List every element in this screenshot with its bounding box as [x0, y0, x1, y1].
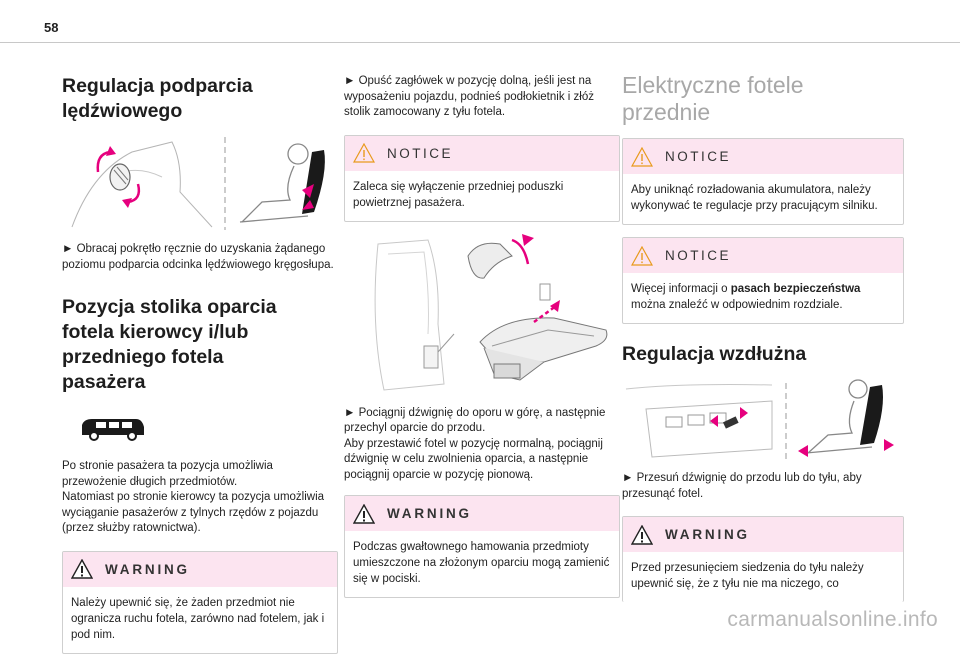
table-text: Po stronie pasażera ta pozycja umożliwia…: [62, 460, 325, 534]
header-rule: [0, 42, 960, 43]
left-warning-title: WARNING: [105, 561, 190, 577]
right-warning-header: WARNING: [623, 517, 903, 552]
right-warning-box: WARNING Przed przesunięciem siedzenia do…: [622, 516, 904, 602]
notice-icon: [631, 245, 653, 266]
left-column: Regulacja podparcia lędźwiowego ► Obraca…: [62, 70, 338, 654]
notice-icon: [353, 143, 375, 163]
left-warning-box: WARNING Należy upewnić się, że żaden prz…: [62, 550, 338, 654]
lumbar-heading: Regulacja podparcia lędźwiowego: [62, 75, 253, 122]
lumbar-text: ► Obracaj pokrętło ręcznie do uzyskania …: [62, 243, 334, 271]
middle-intro-text: ► Opuść zagłówek w pozycję dolną, jeśli …: [344, 75, 594, 118]
right-notice-header-2: NOTICE: [623, 238, 903, 273]
right-notice-title-2: NOTICE: [665, 248, 732, 263]
warning-icon: [353, 503, 375, 524]
middle-warning-text: Podczas gwałtownego hamowania przedmioty…: [353, 541, 610, 585]
right-notice-text-1: Aby uniknąć rozładowania akumulatora, na…: [631, 184, 878, 212]
right-notice-title-1: NOTICE: [665, 149, 732, 164]
longitudinal-heading: Regulacja wzdłużna: [622, 343, 807, 365]
middle-warning-title: WARNING: [387, 506, 472, 521]
right-warning-text: Przed przesunięciem siedzenia do tyłu na…: [631, 562, 864, 590]
right-notice-header-1: NOTICE: [623, 139, 903, 174]
longitudinal-illustration: [625, 379, 894, 461]
notice-icon: [631, 146, 653, 167]
van-icon: [82, 419, 144, 441]
right-notice-box-2: NOTICE Więcej informacji o pasach bezpie…: [622, 237, 904, 324]
right-column: Elektryczne fotele przednie NOTICE Aby u…: [622, 70, 904, 602]
warning-icon: [71, 559, 93, 579]
fold-seat-illustration: [374, 233, 608, 391]
middle-notice-title: NOTICE: [387, 145, 454, 161]
watermark: carmanualsonline.info: [727, 608, 938, 631]
electric-seats-heading: Elektryczne fotele przednie: [622, 72, 804, 125]
right-notice-box-1: NOTICE Aby uniknąć rozładowania akumulat…: [622, 138, 904, 225]
left-warning-text: Należy upewnić się, że żaden przedmiot n…: [71, 596, 325, 641]
middle-column: ► Opuść zagłówek w pozycję dolną, jeśli …: [344, 70, 620, 598]
notice2-post: można znaleźć w odpowiednim rozdziale.: [631, 299, 843, 311]
middle-notice-text: Zaleca się wyłączenie przedniej poduszki…: [353, 180, 564, 209]
seat-belts-link-text: pasach bezpieczeństwa: [730, 283, 861, 295]
right-notice-text-2: Więcej informacji o pasach bezpieczeństw…: [623, 273, 903, 323]
right-warning-title: WARNING: [665, 527, 750, 542]
middle-notice-box: NOTICE Zaleca się wyłączenie przedniej p…: [344, 134, 620, 222]
middle-warning-box: WARNING Podczas gwałtownego hamowania pr…: [344, 495, 620, 598]
notice2-pre: Więcej informacji o: [631, 283, 731, 295]
middle-warning-header: WARNING: [345, 496, 619, 531]
middle-steps-text: ► Pociągnij dźwignię do oporu w górę, a …: [344, 406, 606, 481]
warning-icon: [631, 524, 653, 545]
lumbar-illustration: [71, 137, 325, 230]
page-number: 58: [44, 20, 59, 35]
table-heading: Pozycja stolika oparcia fotela kierowcy …: [62, 296, 277, 393]
left-warning-header: WARNING: [63, 551, 337, 587]
longitudinal-text: ► Przesuń dźwignię do przodu lub do tyłu…: [622, 472, 862, 500]
middle-notice-header: NOTICE: [345, 135, 619, 171]
